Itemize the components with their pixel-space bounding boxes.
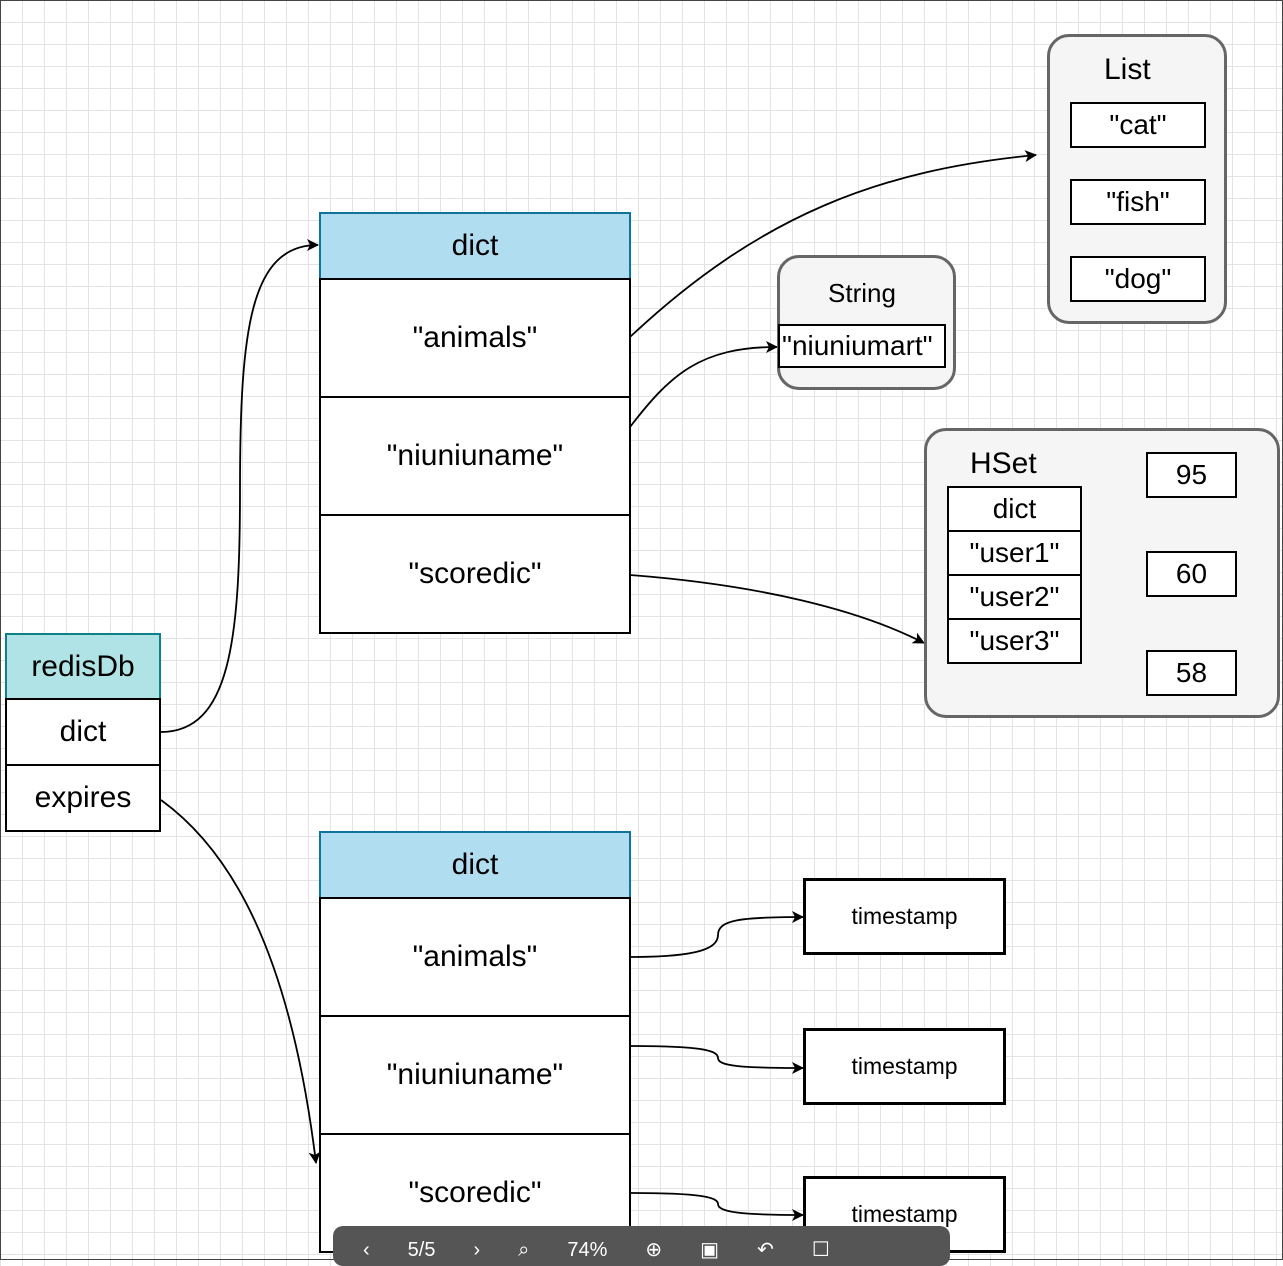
- hset-key-user1: "user1": [947, 530, 1082, 576]
- arrow-expires-niuniuname-to-timestamp: [629, 1045, 804, 1074]
- arrow-redisdb-expires-to-dict: [160, 799, 321, 1164]
- expires-dict-key-animals: "animals": [319, 897, 631, 1017]
- hset-title: HSet: [970, 447, 1037, 480]
- hset-value-58: 58: [1146, 650, 1237, 696]
- main-dict-key-niuniuname: "niuniuname": [319, 396, 631, 516]
- hset-dict-header: dict: [947, 486, 1082, 532]
- viewer-toolbar: ‹ 5/5 › ⌕ 74% ⊕ ▣ ↶ ☐: [333, 1226, 950, 1266]
- redisdb-header: redisDb: [5, 633, 161, 700]
- main-dict-header: dict: [319, 212, 631, 280]
- list-title: List: [1104, 53, 1151, 86]
- expires-dict-key-niuniuname: "niuniuname": [319, 1015, 631, 1135]
- timestamp-animals: timestamp: [803, 878, 1006, 955]
- fit-page-icon[interactable]: ▣: [700, 1239, 720, 1261]
- hset-key-user2: "user2": [947, 574, 1082, 620]
- list-item-fish: "fish": [1070, 179, 1206, 225]
- redisdb-expires-cell: expires: [5, 764, 161, 832]
- string-container: String: [777, 255, 956, 390]
- list-item-dog: "dog": [1070, 256, 1206, 302]
- zoom-level: 74%: [567, 1239, 608, 1261]
- arrow-expires-animals-to-timestamp: [629, 911, 804, 958]
- string-title: String: [828, 278, 896, 308]
- prev-page-icon[interactable]: ‹: [363, 1239, 370, 1261]
- undo-icon[interactable]: ↶: [757, 1239, 774, 1261]
- list-item-cat: "cat": [1070, 102, 1206, 148]
- hset-value-95: 95: [1146, 452, 1237, 498]
- redisdb-dict-cell: dict: [5, 698, 161, 766]
- arrow-expires-scoredic-to-timestamp: [629, 1192, 804, 1221]
- hset-value-60: 60: [1146, 551, 1237, 597]
- timestamp-niuniuname: timestamp: [803, 1028, 1006, 1105]
- arrow-redisdb-dict-to-dict: [160, 239, 319, 733]
- arrow-scoredic-to-hset: [629, 574, 925, 644]
- hset-key-user3: "user3": [947, 618, 1082, 664]
- zoom-in-icon[interactable]: ⊕: [645, 1239, 663, 1261]
- pages-icon[interactable]: ☐: [811, 1239, 830, 1261]
- next-page-icon[interactable]: ›: [473, 1239, 481, 1261]
- arrow-animals-to-list: [629, 150, 1037, 338]
- zoom-out-icon[interactable]: ⌕: [518, 1239, 530, 1261]
- arrow-niuniuname-to-string: [629, 341, 778, 428]
- main-dict-key-animals: "animals": [319, 278, 631, 398]
- expires-dict-header: dict: [319, 831, 631, 899]
- page-indicator: 5/5: [407, 1239, 436, 1261]
- main-dict-key-scoredic: "scoredic": [319, 514, 631, 634]
- string-value: "niuniumart": [778, 324, 946, 368]
